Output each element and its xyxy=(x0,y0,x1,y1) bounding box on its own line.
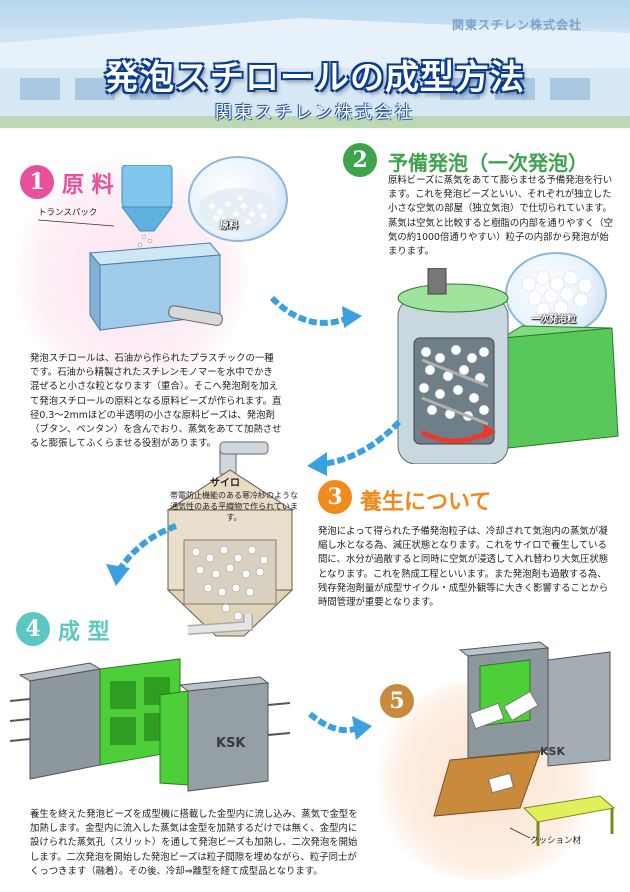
step1-description: 発泡スチロールは、石油から作られたプラスチックの一種です。石油から精製されたスチ… xyxy=(30,353,282,450)
step4-title: 成 型 xyxy=(58,620,110,645)
step2-number: 2 xyxy=(343,143,377,177)
flow-arrow-1-to-2 xyxy=(269,295,362,328)
company-name: 関東スチレン株式会社 xyxy=(215,103,415,123)
flow-arrow-2-to-3 xyxy=(307,419,402,476)
step3-description: 発泡によって得られた予備発泡粒子は、冷却されて気泡内の蒸気が凝縮し水となる為、減… xyxy=(318,526,609,609)
transpack-label: トランスパック xyxy=(38,208,98,218)
silo-note: 帯電防止機能のある寒冷紗のような通気性のある平織物で作られています。 xyxy=(170,491,298,522)
step2-description: 原料ビーズに蒸気をあてて膨らませる予備発泡を行います。これを発泡ビーズといい、そ… xyxy=(388,175,614,258)
flow-arrow-3-to-4 xyxy=(106,523,178,586)
transpack-leader-line xyxy=(37,219,115,227)
factory-building-image xyxy=(0,18,630,128)
cushion-label: クッション材 xyxy=(530,836,582,846)
page-title: 発泡スチロールの成型方法 xyxy=(105,58,525,98)
silo-outlet-pipe xyxy=(187,614,253,635)
ejection-illustration xyxy=(433,641,616,846)
ejection-machine-logo: KSK xyxy=(540,745,565,758)
raw-material-label: 原料 xyxy=(220,221,239,231)
step1-title: 原 料 xyxy=(62,173,114,198)
hopper-and-bin-illustration xyxy=(89,165,223,332)
building-sign: 関東スチレン株式会社 xyxy=(452,18,583,32)
step3-title: 養生について xyxy=(360,490,492,515)
molding-machine-illustration xyxy=(10,658,291,792)
step2-title: 予備発泡（一次発泡） xyxy=(388,151,588,175)
primary-foam-bubble: 一次発泡粒 xyxy=(505,252,607,336)
raw-material-bubble: 原料 xyxy=(188,156,288,242)
raw-beads-image xyxy=(198,188,278,232)
primary-foam-label: 一次発泡粒 xyxy=(531,315,577,325)
step1-number: 1 xyxy=(20,165,54,199)
pre-expander-illustration xyxy=(397,268,619,464)
step3-number: 3 xyxy=(318,480,352,514)
silo-illustration xyxy=(166,441,294,637)
header-banner: 関東スチレン株式会社 xyxy=(0,0,630,130)
step5-number: 5 xyxy=(380,684,414,718)
silo-label: サイロ xyxy=(210,478,240,489)
step4-number: 4 xyxy=(16,612,50,646)
primary-foam-beads-image xyxy=(521,270,593,318)
step4-description: 養生を終えた発泡ビーズを成型機に搭載した金型内に流し込み、蒸気で金型を加熱します… xyxy=(30,809,358,877)
cushion-leader-line xyxy=(509,827,531,839)
flow-arrow-4-to-5 xyxy=(308,711,372,740)
molding-machine-logo: KSK xyxy=(216,736,246,751)
